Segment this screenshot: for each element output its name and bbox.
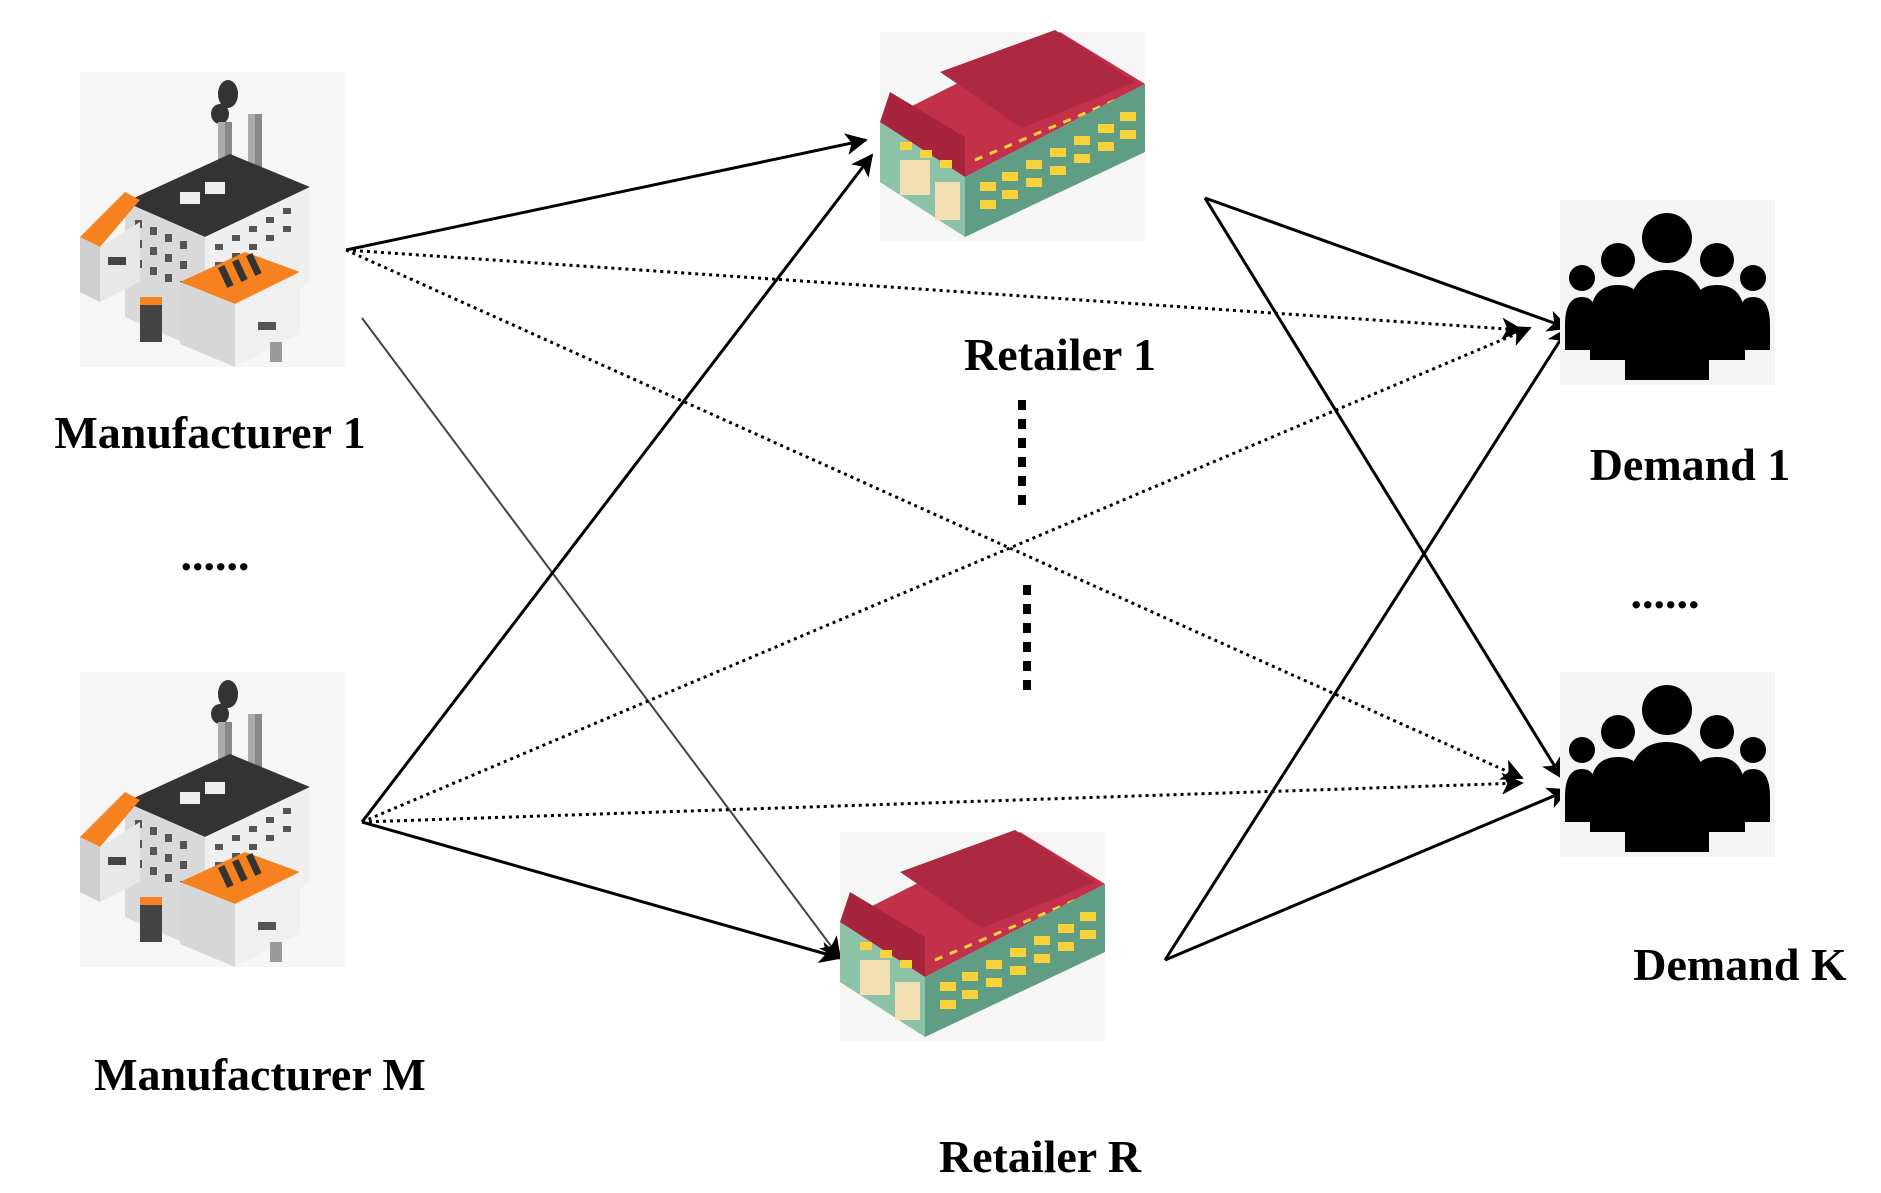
manufacturer-m-node: Manufacturer M — [80, 672, 426, 1100]
manufacturer-m-label: Manufacturer M — [94, 1049, 426, 1100]
manufacturer-1-node: Manufacturer 1 — [54, 72, 366, 458]
edges — [345, 133, 1570, 964]
demand-k-node: Demand K — [1560, 672, 1847, 990]
edge-retailer1-demand1 — [1204, 196, 1570, 332]
retailer-1-node: Retailer 1 — [878, 28, 1156, 380]
people-group-icon — [1560, 672, 1775, 857]
edge-manufacturer1-retailerR — [361, 317, 842, 960]
retailer-1-label: Retailer 1 — [964, 329, 1156, 380]
edge-retailerR-demandK — [1164, 787, 1570, 962]
demand-1-node: Demand 1 — [1560, 200, 1790, 490]
edge-retailer1-demandK — [1203, 197, 1564, 780]
edge-retailerR-demand1 — [1163, 326, 1570, 961]
retailer-r-node: Retailer R — [838, 828, 1142, 1182]
warehouse-icon — [838, 828, 1107, 1044]
retailer-r-label: Retailer R — [939, 1131, 1142, 1182]
edge-manufacturerM-demand1 — [361, 325, 1532, 824]
edge-manufacturer1-retailer1 — [345, 133, 868, 252]
demand-1-label: Demand 1 — [1590, 439, 1791, 490]
edge-manufacturerM-retailer1 — [360, 153, 874, 823]
edge-manufacturer1-demandK — [345, 248, 1524, 780]
factory-icon — [80, 72, 345, 367]
manufacturer-1-label: Manufacturer 1 — [54, 407, 365, 458]
people-group-icon — [1560, 200, 1775, 385]
demands-ellipsis: ...... — [1631, 567, 1700, 618]
demand-k-label: Demand K — [1633, 939, 1847, 990]
edge-manufacturerM-retailerR — [361, 820, 842, 964]
manufacturers-ellipsis: ...... — [181, 529, 250, 580]
warehouse-icon — [878, 28, 1147, 244]
edge-manufacturerM-demandK — [361, 772, 1524, 824]
edge-manufacturer1-demand1 — [345, 248, 1524, 340]
factory-icon — [80, 672, 345, 967]
